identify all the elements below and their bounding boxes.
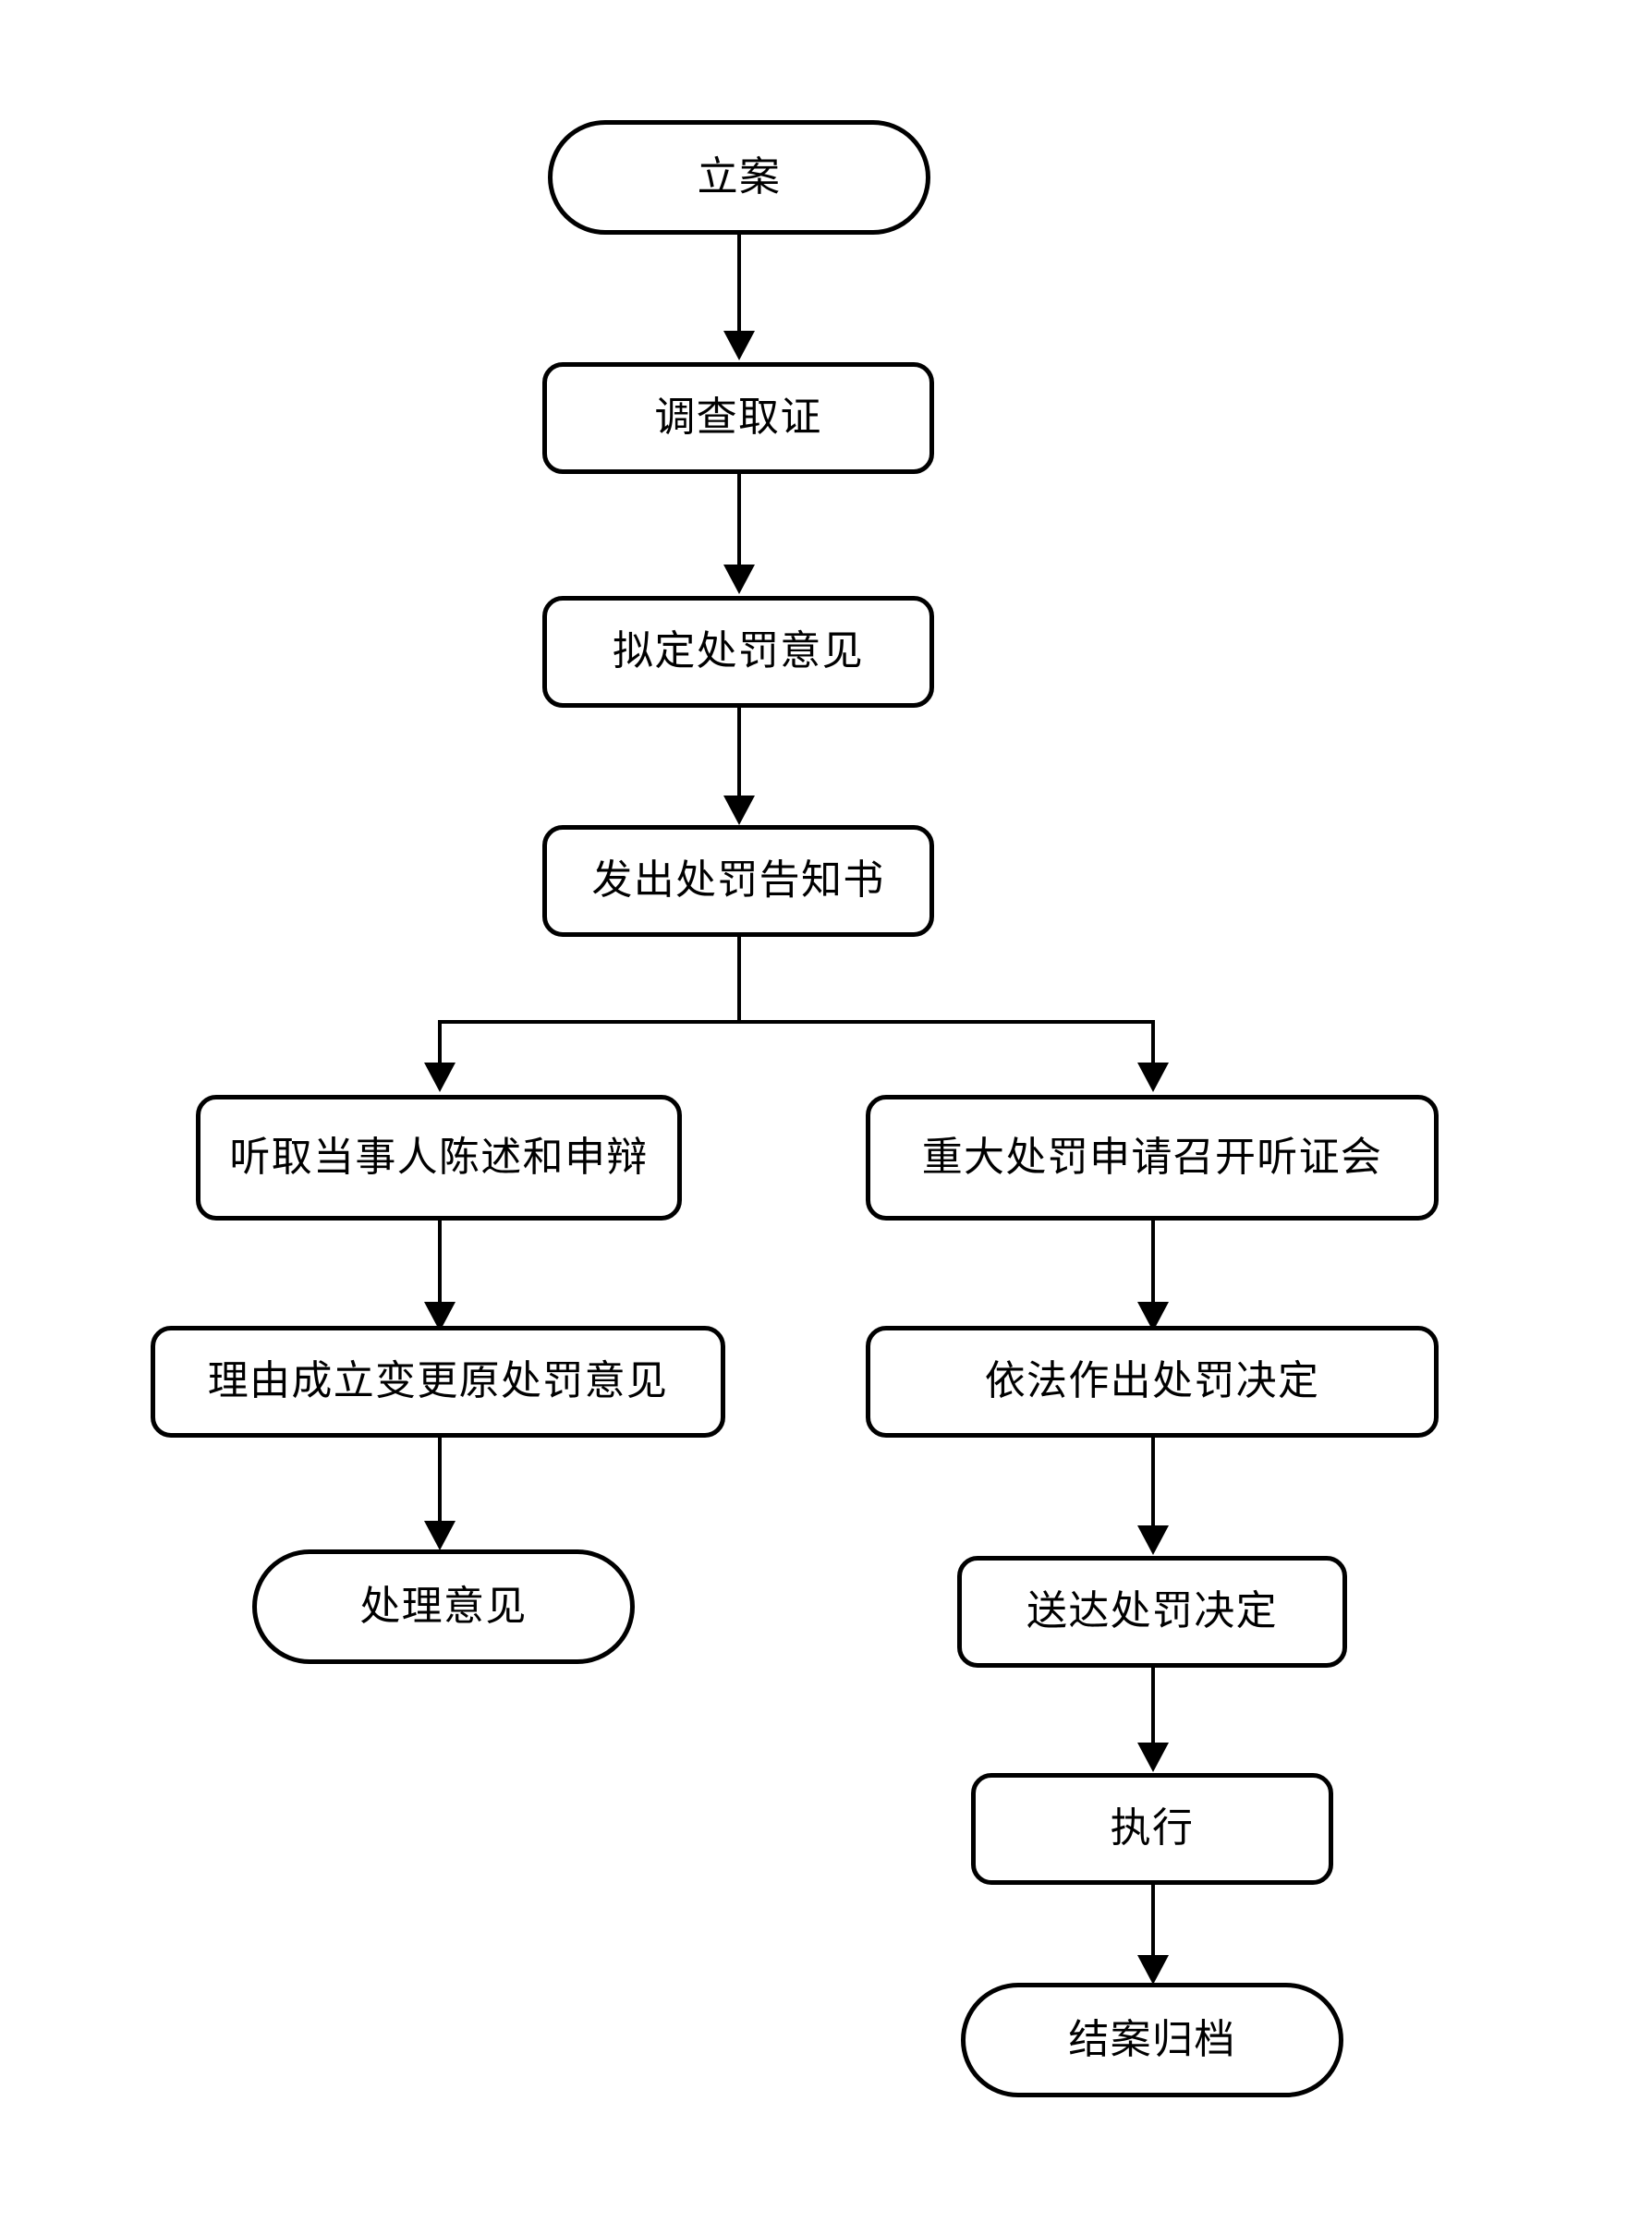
edge-n10-n11-arrow: [1137, 1743, 1169, 1772]
edge-n11-n12-line: [1151, 1885, 1155, 1959]
edge-n2-n3-arrow: [723, 565, 755, 594]
edge-n11-n12-arrow: [1137, 1955, 1169, 1985]
node-amend-original-penalty-opinion[interactable]: 理由成立变更原处罚意见: [151, 1326, 725, 1438]
node-make-penalty-decision[interactable]: 依法作出处罚决定: [866, 1326, 1439, 1438]
node-label: 送达处罚决定: [1026, 1588, 1278, 1634]
node-label: 依法作出处罚决定: [984, 1358, 1320, 1404]
edge-n8-n10-line: [1151, 1437, 1155, 1529]
node-case-filing[interactable]: 立案: [548, 120, 930, 235]
edge-n10-n11-line: [1151, 1668, 1155, 1746]
node-label: 立案: [697, 153, 782, 200]
edge-bus-n5-line: [438, 1020, 442, 1066]
edge-n7-n9-line: [438, 1437, 442, 1524]
node-label: 结案归档: [1068, 2016, 1236, 2062]
node-label: 重大处罚申请召开听证会: [921, 1134, 1383, 1180]
node-handling-opinion[interactable]: 处理意见: [252, 1549, 635, 1664]
node-label: 理由成立变更原处罚意见: [207, 1358, 669, 1404]
node-draft-penalty-opinion[interactable]: 拟定处罚意见: [542, 596, 934, 708]
edge-n7-n9-arrow: [424, 1521, 456, 1550]
node-hear-party-statement[interactable]: 听取当事人陈述和申辩: [196, 1095, 682, 1221]
edge-n5-n7-line: [438, 1220, 442, 1307]
edge-n6-n8-line: [1151, 1220, 1155, 1307]
edge-n1-n2-line: [737, 234, 741, 335]
edge-bus-n6-arrow: [1137, 1063, 1169, 1092]
edge-n8-n10-arrow: [1137, 1525, 1169, 1555]
node-close-and-archive[interactable]: 结案归档: [961, 1983, 1343, 2097]
node-label: 发出处罚告知书: [591, 857, 885, 904]
node-execute[interactable]: 执行: [971, 1773, 1333, 1885]
edge-bus-n6-line: [1151, 1020, 1155, 1066]
node-label: 拟定处罚意见: [613, 628, 864, 674]
edge-n2-n3-line: [737, 473, 741, 568]
node-major-penalty-hearing-request[interactable]: 重大处罚申请召开听证会: [866, 1095, 1439, 1221]
edge-n3-n4-line: [737, 707, 741, 799]
node-label: 执行: [1110, 1805, 1195, 1852]
node-issue-penalty-notice[interactable]: 发出处罚告知书: [542, 825, 934, 937]
edge-split-bus: [438, 1020, 1155, 1024]
node-label: 调查取证: [654, 395, 822, 441]
edge-n1-n2-arrow: [723, 331, 755, 360]
node-investigation[interactable]: 调查取证: [542, 362, 934, 474]
edge-bus-n5-arrow: [424, 1063, 456, 1092]
node-label: 处理意见: [359, 1583, 528, 1629]
node-serve-penalty-decision[interactable]: 送达处罚决定: [957, 1556, 1347, 1668]
edge-n4-bus-stem: [737, 936, 741, 1022]
node-label: 听取当事人陈述和申辩: [229, 1134, 649, 1180]
edge-n3-n4-arrow: [723, 796, 755, 825]
